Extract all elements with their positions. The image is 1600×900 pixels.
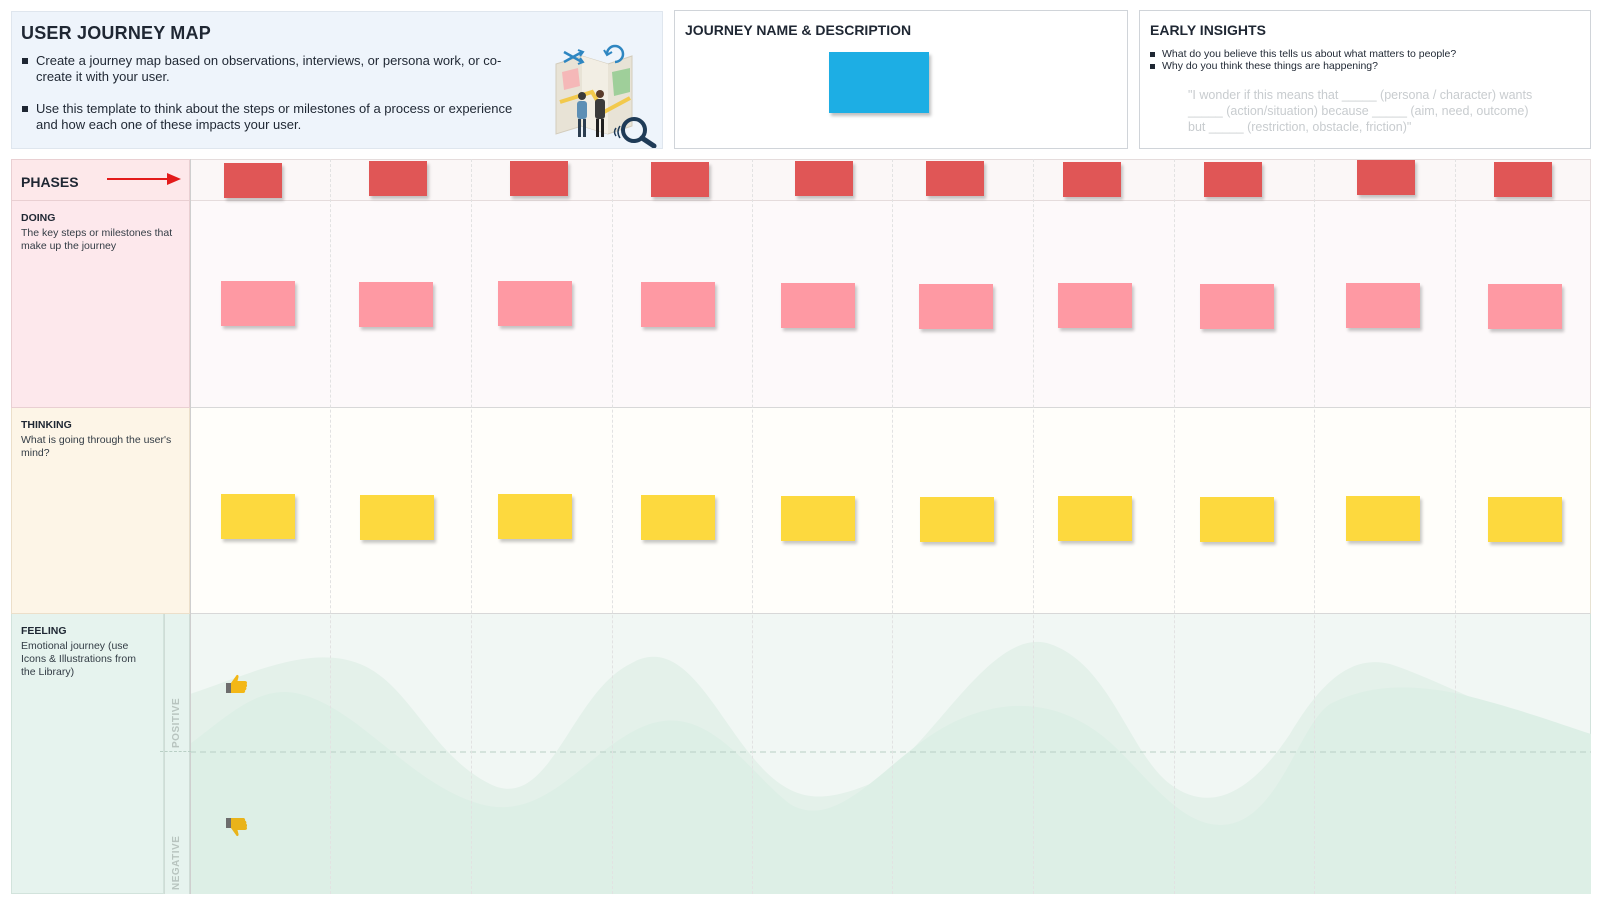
feeling-description: Emotional journey (use Icons & Illustrat… [21,640,136,678]
journey-sticky-note[interactable] [829,52,929,113]
emotion-wave-chart [190,641,1591,894]
insight-prompt: "I wonder if this means that _____ (pers… [1188,88,1533,134]
doing-note-1[interactable] [221,281,295,326]
phase-note-4[interactable] [651,162,709,197]
thinking-note-4[interactable] [641,495,715,540]
emotion-axis-column: POSITIVE NEGATIVE [160,614,191,894]
doing-note-10[interactable] [1488,284,1562,329]
journey-name-panel: JOURNEY NAME & DESCRIPTION [674,10,1128,149]
insight-question-1: What do you believe this tells us about … [1149,48,1457,60]
intro-panel: USER JOURNEY MAP Create a journey map ba… [11,11,663,149]
phase-note-8[interactable] [1204,162,1262,197]
thinking-note-8[interactable] [1200,497,1274,542]
doing-title: DOING [21,212,56,224]
phases-title: PHASES [21,174,79,190]
thinking-note-7[interactable] [1058,496,1132,541]
doing-note-9[interactable] [1346,283,1420,328]
phase-note-6[interactable] [926,161,984,196]
journey-map-people-illustration [555,44,657,148]
emotion-wave-front [190,687,1591,894]
thinking-note-6[interactable] [920,497,994,542]
feeling-band [190,614,1591,894]
red-arrow-icon [107,173,181,185]
doing-note-8[interactable] [1200,284,1274,329]
feeling-row-label: FEELING Emotional journey (use Icons & I… [11,614,164,894]
feeling-title: FEELING [21,625,67,637]
intro-bullet-2: Use this template to think about the ste… [22,101,516,133]
phase-note-9[interactable] [1357,160,1415,195]
thinking-note-5[interactable] [781,496,855,541]
thinking-note-3[interactable] [498,494,572,539]
thinking-note-9[interactable] [1346,496,1420,541]
thinking-note-10[interactable] [1488,497,1562,542]
doing-note-6[interactable] [919,284,993,329]
phase-note-2[interactable] [369,161,427,196]
phase-note-1[interactable] [224,163,282,198]
thinking-title: THINKING [21,419,72,431]
phases-row-label: PHASES [11,159,190,201]
intro-bullet-1: Create a journey map based on observatio… [22,53,516,85]
phase-note-3[interactable] [510,161,568,196]
thinking-note-1[interactable] [221,494,295,539]
thinking-note-2[interactable] [360,495,434,540]
early-insights-title: EARLY INSIGHTS [1150,22,1266,38]
insight-question-2: Why do you think these things are happen… [1150,60,1378,72]
thumbs-up-icon[interactable] [225,672,249,696]
doing-row-label: DOING The key steps or milestones that m… [11,201,190,408]
negative-axis-label: NEGATIVE [171,835,182,890]
doing-note-7[interactable] [1058,283,1132,328]
phase-note-5[interactable] [795,161,853,196]
doing-note-4[interactable] [641,282,715,327]
doing-note-5[interactable] [781,283,855,328]
thinking-description: What is going through the user's mind? [21,434,172,459]
thumbs-down-icon[interactable] [225,815,249,839]
thinking-row-label: THINKING What is going through the user'… [11,408,190,614]
doing-note-2[interactable] [359,282,433,327]
positive-axis-label: POSITIVE [171,697,182,748]
early-insights-panel: EARLY INSIGHTS What do you believe this … [1139,10,1591,149]
doing-note-3[interactable] [498,281,572,326]
phase-note-7[interactable] [1063,162,1121,197]
journey-name-title: JOURNEY NAME & DESCRIPTION [685,22,912,38]
doing-description: The key steps or milestones that make up… [21,227,173,252]
page-title: USER JOURNEY MAP [21,23,211,43]
phase-note-10[interactable] [1494,162,1552,197]
